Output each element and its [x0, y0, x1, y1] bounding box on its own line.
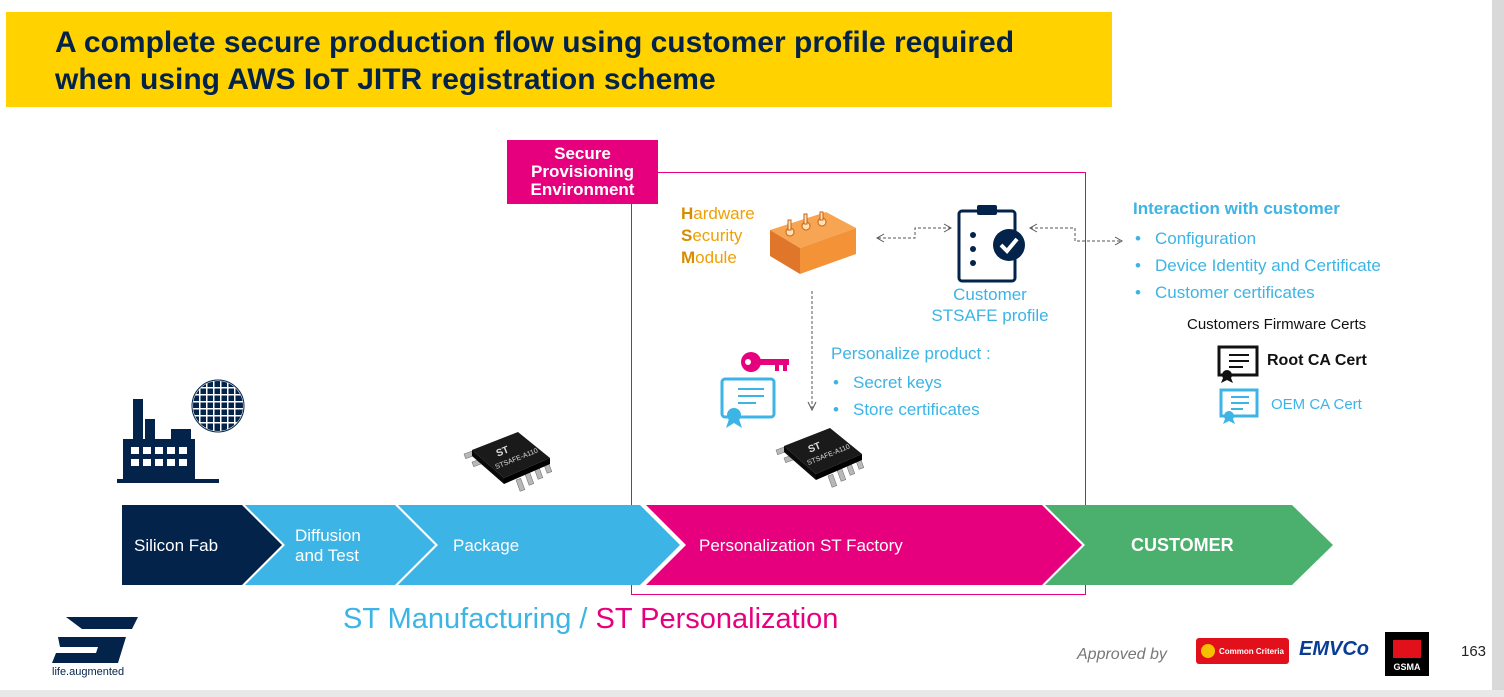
- slide-edge: [1492, 0, 1504, 697]
- interaction-list: Configuration Device Identity and Certif…: [1133, 225, 1381, 306]
- interaction-title: Interaction with customer: [1133, 199, 1340, 218]
- page-number: 163: [1461, 643, 1487, 660]
- hsm-icon: [770, 211, 856, 274]
- emvco-logo: EMVCo: [1299, 638, 1369, 660]
- st-logo: [52, 617, 138, 663]
- hsm-label: Hardware Security Module: [681, 204, 755, 267]
- svg-text:ST: ST: [807, 441, 823, 456]
- silicon-fab-label: Silicon Fab: [134, 536, 219, 555]
- slide-bottom-edge: [0, 690, 1504, 697]
- list-item: Device Identity and Certificate: [1133, 252, 1381, 279]
- flow-step-package: [398, 505, 680, 585]
- package-label: Package: [453, 536, 520, 555]
- list-item: Secret keys: [831, 369, 980, 396]
- personalization-label: Personalization ST Factory: [699, 536, 903, 555]
- customer-profile-label: Customer STSAFE profile: [931, 285, 1049, 325]
- personalize-title: Personalize product :: [831, 344, 991, 363]
- common-criteria-logo: Common Criteria: [1196, 638, 1289, 664]
- wafer-icon: [191, 379, 245, 433]
- list-item: Customer certificates: [1133, 279, 1381, 306]
- secure-provisioning-box: [631, 172, 1086, 595]
- approved-by-label: Approved by: [1077, 646, 1167, 663]
- flow-step-personalization: [646, 505, 1082, 585]
- tagline: life.augmented: [52, 666, 125, 678]
- chip-icon: ST STSAFE-A110: [463, 432, 553, 492]
- oem-certificate-icon: [1219, 388, 1259, 424]
- gsma-logo: GSMA: [1385, 632, 1429, 676]
- root-certificate-icon: [1217, 345, 1259, 383]
- svg-text:ST: ST: [495, 445, 511, 460]
- clipboard-check-icon: [957, 205, 1025, 283]
- firmware-certs-title: Customers Firmware Certs: [1187, 316, 1367, 333]
- certificate-icon: [720, 377, 776, 428]
- list-item: Store certificates: [831, 396, 980, 423]
- title-banner: [6, 12, 1112, 107]
- flow-step-customer: [1045, 505, 1333, 585]
- chip-icon: ST STSAFE-A110: [775, 428, 865, 488]
- flow-step-diffusion: [245, 505, 435, 585]
- personalize-list: Secret keys Store certificates: [831, 369, 980, 423]
- root-ca-label: Root CA Cert: [1267, 352, 1367, 369]
- diffusion-label: Diffusion and Test: [295, 526, 361, 565]
- flow-subtitle: ST Manufacturing / ST Personalization: [343, 603, 839, 635]
- customer-label: CUSTOMER: [1131, 535, 1234, 555]
- factory-icon: [117, 399, 219, 483]
- secure-provisioning-label: Secure Provisioning Environment: [507, 140, 658, 204]
- key-icon: [741, 352, 789, 372]
- flow-step-silicon-fab: [122, 505, 282, 585]
- oem-ca-label: OEM CA Cert: [1271, 396, 1362, 413]
- page-title: A complete secure production flow using …: [55, 26, 1015, 96]
- list-item: Configuration: [1133, 225, 1381, 252]
